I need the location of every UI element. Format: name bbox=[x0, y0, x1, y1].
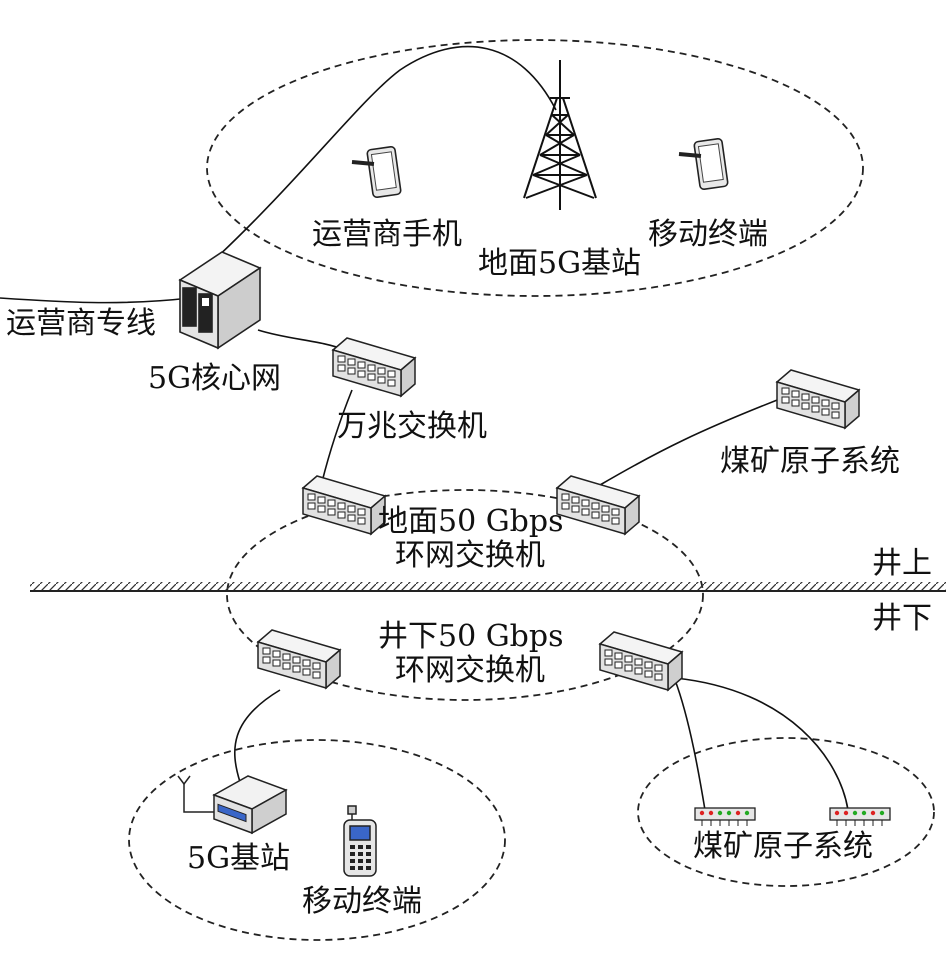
atomic-device-strip-left-icon bbox=[694, 807, 756, 827]
cable-core-to-tower bbox=[211, 45, 557, 263]
under-ring-switch-left-icon bbox=[257, 629, 341, 689]
label-mobile-terminal-under: 移动终端 bbox=[302, 884, 422, 919]
label-ground-ring-line1: 地面50 Gbps bbox=[378, 504, 564, 539]
label-atomic-system-under: 煤矿原子系统 bbox=[693, 829, 873, 864]
atomic-device-strip-right-icon bbox=[829, 807, 891, 827]
label-under-ring-line1: 井下50 Gbps bbox=[378, 619, 564, 654]
cable-underring-to-strip2 bbox=[674, 677, 849, 811]
base-station-icon bbox=[177, 775, 288, 835]
label-ground-ring-line2: 环网交换机 bbox=[395, 538, 545, 573]
label-underground-5g-bs: 5G基站 bbox=[187, 841, 291, 876]
ground-surface-line bbox=[30, 582, 946, 592]
cable-ring-to-atomic bbox=[599, 394, 791, 486]
underground-5g-zone bbox=[128, 739, 506, 941]
ground-ring-switch-right-icon bbox=[556, 475, 640, 535]
switch-10g-icon bbox=[332, 337, 416, 397]
mobile-terminal-tablet-icon bbox=[677, 136, 731, 192]
operator-phone-tablet-icon bbox=[350, 144, 404, 200]
label-10g-switch: 万兆交换机 bbox=[337, 409, 487, 444]
underground-atomic-zone bbox=[637, 737, 935, 887]
ring-network-zone bbox=[226, 489, 704, 701]
label-5g-core: 5G核心网 bbox=[148, 361, 282, 396]
label-below-ground: 井下 bbox=[872, 601, 932, 636]
cell-tower-icon bbox=[523, 60, 597, 210]
cable-operator-line bbox=[0, 297, 191, 304]
server-icon bbox=[178, 251, 262, 350]
ground-mobile-zone bbox=[206, 39, 864, 297]
under-ring-switch-right-icon bbox=[599, 631, 683, 691]
mobile-phone-icon bbox=[343, 805, 377, 877]
label-ground-5g-base-station: 地面5G基站 bbox=[478, 246, 642, 281]
ground-ring-switch-left-icon bbox=[302, 475, 386, 535]
cable-underring-to-strip1 bbox=[674, 679, 706, 811]
network-cables bbox=[0, 45, 849, 811]
atomic-system-switch-icon bbox=[776, 369, 860, 429]
cable-10g-to-ground-ring bbox=[321, 389, 353, 483]
label-operator-line: 运营商专线 bbox=[6, 306, 156, 341]
cable-core-to-10g-switch bbox=[257, 329, 346, 351]
label-above-ground: 井上 bbox=[872, 546, 932, 581]
label-operator-phone: 运营商手机 bbox=[312, 217, 462, 252]
label-atomic-system-top: 煤矿原子系统 bbox=[720, 444, 900, 479]
label-under-ring-line2: 环网交换机 bbox=[395, 653, 545, 688]
label-mobile-terminal-top: 移动终端 bbox=[648, 217, 768, 252]
cable-underring-to-bs bbox=[234, 689, 281, 783]
